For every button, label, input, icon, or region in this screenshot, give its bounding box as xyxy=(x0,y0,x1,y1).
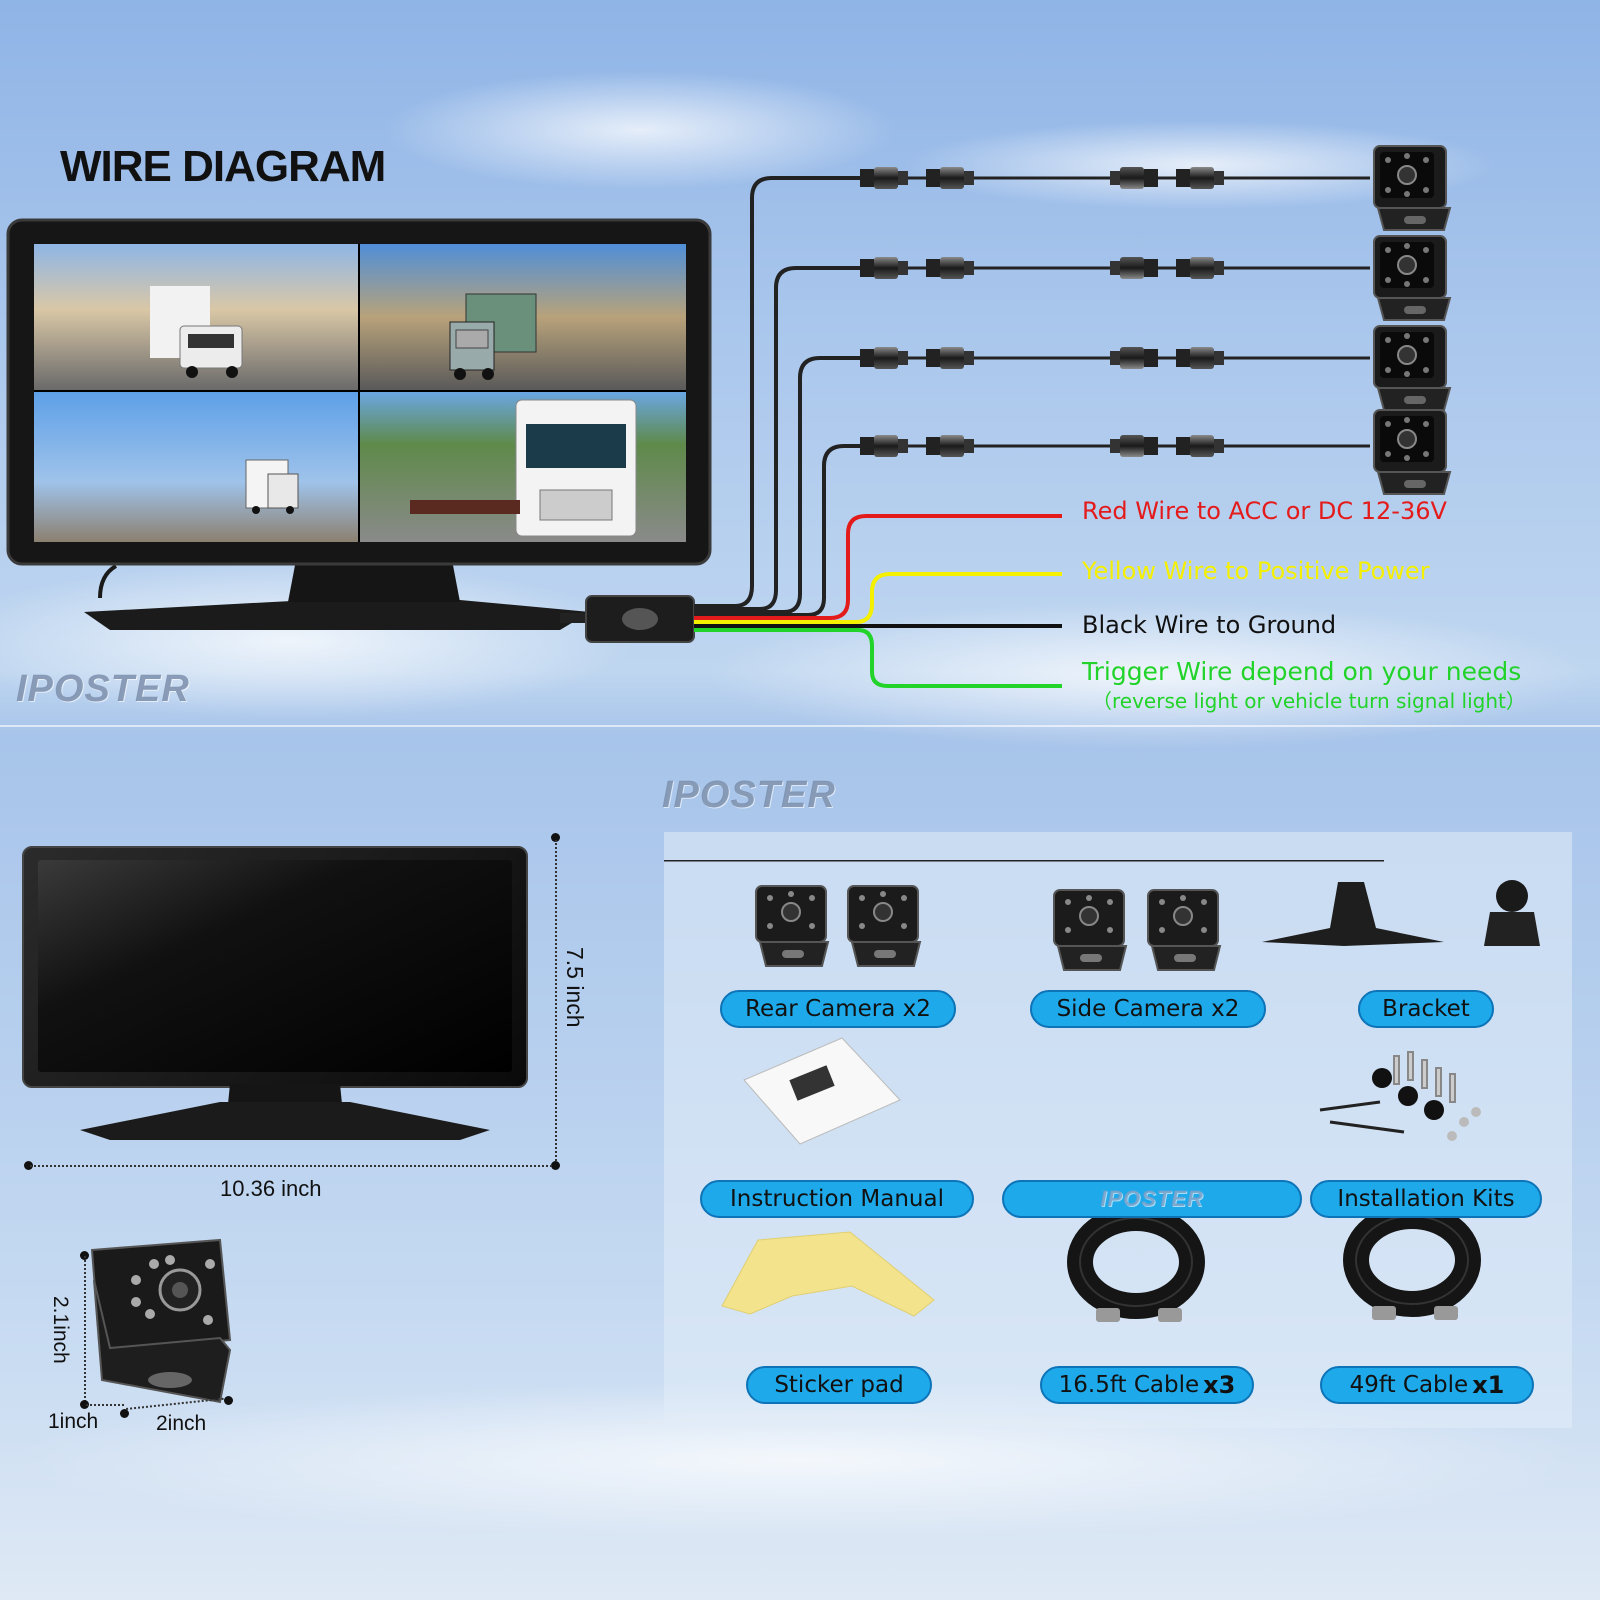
dimension-dot xyxy=(80,1251,89,1260)
brand-logo: IPOSTER xyxy=(16,668,190,710)
cloud xyxy=(380,70,900,190)
camera-depth-label: 1inch xyxy=(48,1410,99,1433)
camera-height-line xyxy=(84,1256,86,1406)
cable-16ft-qty: x3 xyxy=(1203,1371,1236,1399)
sticker-pad-icon xyxy=(721,1231,935,1317)
dimension-dot xyxy=(80,1400,89,1409)
junction-box xyxy=(560,595,695,643)
brand-logo: IPOSTER xyxy=(662,774,836,816)
cable-16ft-name: 16.5ft Cable xyxy=(1058,1372,1200,1398)
bracket-label: Bracket xyxy=(1358,990,1494,1028)
manual-icon xyxy=(743,1037,901,1145)
rear-camera-icon xyxy=(755,885,921,967)
height-dimension-line xyxy=(555,840,557,1165)
package-items xyxy=(664,860,1540,1420)
camera-view-3 xyxy=(34,392,358,542)
monitor-width-label: 10.36 inch xyxy=(220,1176,322,1201)
rear-camera-label: Rear Camera x2 xyxy=(720,990,956,1028)
camera-width-label: 2inch xyxy=(156,1412,207,1435)
camera-icons xyxy=(1373,145,1451,495)
truck-icon xyxy=(150,286,243,378)
monitor-stand xyxy=(80,1084,490,1140)
trigger-wire-label: Trigger Wire depend on your needs xyxy=(1082,657,1522,686)
installation-kits-label: Installation Kits xyxy=(1310,1180,1542,1218)
installation-kits-icon xyxy=(664,860,1481,1141)
manual-label: Instruction Manual xyxy=(700,1180,974,1218)
dimension-dot xyxy=(224,1396,233,1405)
trigger-wire-note: （reverse light or vehicle turn signal li… xyxy=(1092,689,1526,713)
dimension-dot xyxy=(120,1409,129,1418)
brand-placeholder-pill: IPOSTER xyxy=(1002,1180,1302,1218)
cable-49ft-icon xyxy=(1356,1216,1468,1320)
wire-diagram xyxy=(6,145,1451,688)
truck-icon xyxy=(245,459,299,514)
power-wires xyxy=(694,514,1062,688)
bracket-icon xyxy=(1262,880,1540,946)
dimension-dot xyxy=(551,833,560,842)
cable-49ft-qty: x1 xyxy=(1472,1371,1505,1399)
brand-logo: IPOSTER xyxy=(1100,1186,1204,1211)
monitor-top xyxy=(6,218,712,630)
truck-icon xyxy=(449,293,537,380)
page-title: WIRE DIAGRAM xyxy=(60,142,386,191)
dimension-dot xyxy=(24,1161,33,1170)
truck-icon xyxy=(410,399,637,537)
camera-height-label: 2.1inch xyxy=(49,1296,72,1364)
monitor-dimension-image xyxy=(22,846,528,1088)
red-wire-label: Red Wire to ACC or DC 12-36V xyxy=(1082,497,1447,525)
yellow-wire-label: Yellow Wire to Positive Power xyxy=(1082,557,1430,585)
sticker-pad-label: Sticker pad xyxy=(746,1366,932,1404)
camera-dimension-image xyxy=(90,1238,232,1404)
camera-cables xyxy=(694,176,860,617)
monitor-height-label: 7.5 inch xyxy=(562,947,588,1028)
side-camera-icon xyxy=(1053,889,1221,971)
width-dimension-line xyxy=(30,1165,552,1167)
cable-16ft-icon xyxy=(1080,1218,1192,1322)
dimension-dot xyxy=(551,1161,560,1170)
camera-depth-line xyxy=(86,1404,124,1406)
cable-49ft-name: 49ft Cable xyxy=(1349,1372,1469,1398)
black-wire-label: Black Wire to Ground xyxy=(1082,611,1337,639)
section-divider xyxy=(0,725,1600,727)
camera-cable-runs xyxy=(908,176,1370,448)
side-camera-label: Side Camera x2 xyxy=(1030,990,1266,1028)
cable-connectors xyxy=(860,167,1224,457)
